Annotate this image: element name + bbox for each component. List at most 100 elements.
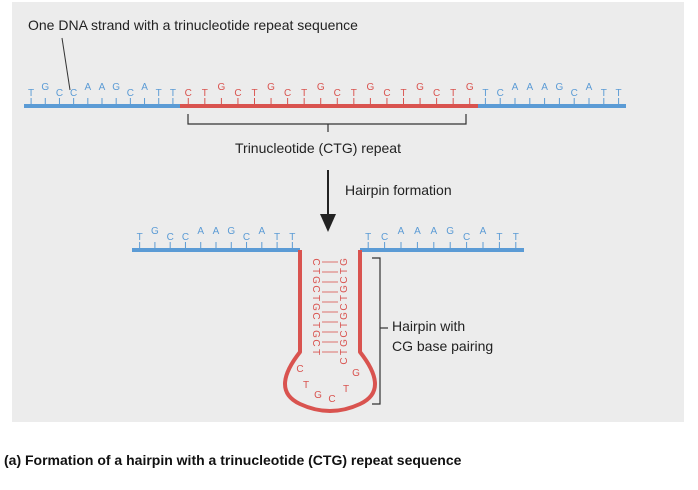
hairpin-right-base: C bbox=[339, 330, 350, 337]
mid-left-base: T bbox=[289, 232, 295, 243]
top-repeat-base: G bbox=[217, 82, 225, 93]
top-right-base: T bbox=[601, 88, 607, 99]
mid-right-base: T bbox=[496, 232, 502, 243]
top-repeat-base: T bbox=[400, 88, 406, 99]
mid-right-base: C bbox=[463, 232, 470, 243]
hairpin-left-base: C bbox=[310, 258, 321, 265]
top-repeat-base: C bbox=[234, 88, 241, 99]
mid-right-base: T bbox=[365, 232, 371, 243]
top-right-base: A bbox=[512, 82, 519, 93]
top-left-base: G bbox=[41, 82, 49, 93]
hairpin-arrow-head bbox=[320, 214, 336, 232]
top-left-base: A bbox=[84, 82, 91, 93]
top-repeat-base: T bbox=[351, 88, 357, 99]
mid-left-base: C bbox=[243, 232, 250, 243]
repeat-bracket bbox=[187, 114, 467, 125]
mid-left-base: A bbox=[197, 226, 204, 237]
hairpin-right-base: G bbox=[339, 312, 350, 320]
hairpin-right-base: C bbox=[339, 276, 350, 283]
mid-right-base: A bbox=[414, 226, 421, 237]
hairpin-left-base: C bbox=[310, 339, 321, 346]
top-repeat-base: T bbox=[301, 88, 307, 99]
top-left-base: T bbox=[28, 88, 34, 99]
mid-left-base: C bbox=[182, 232, 189, 243]
hairpin-right-base: G bbox=[339, 285, 350, 293]
figure-caption: (a) Formation of a hairpin with a trinuc… bbox=[4, 452, 462, 468]
hairpin-left-base: C bbox=[310, 312, 321, 319]
top-repeat-base: C bbox=[185, 88, 192, 99]
top-right-base: T bbox=[616, 88, 622, 99]
mid-left-base: A bbox=[213, 226, 220, 237]
mid-left-base: G bbox=[151, 226, 159, 237]
hairpin-left-base: T bbox=[310, 349, 321, 355]
top-left-base: C bbox=[56, 88, 63, 99]
hairpin-bracket bbox=[372, 257, 381, 405]
top-right-base: A bbox=[541, 82, 548, 93]
label-pointer-line bbox=[61, 37, 71, 91]
hairpin-right-base: C bbox=[339, 357, 350, 364]
hairpin-right-base: T bbox=[339, 349, 350, 355]
hairpin-right-base: G bbox=[339, 339, 350, 347]
hairpin-right-base: G bbox=[339, 258, 350, 266]
top-repeat-base: C bbox=[433, 88, 440, 99]
top-repeat-base: G bbox=[267, 82, 275, 93]
top-right-base: A bbox=[586, 82, 593, 93]
strand-label: One DNA strand with a trinucleotide repe… bbox=[28, 17, 358, 33]
hairpin-loop-base: G bbox=[352, 368, 360, 379]
hairpin-left-base: T bbox=[310, 322, 321, 328]
hairpin-right-base: T bbox=[339, 268, 350, 274]
top-right-base: G bbox=[556, 82, 564, 93]
top-repeat-base: G bbox=[416, 82, 424, 93]
mid-right-base: A bbox=[480, 226, 487, 237]
mid-left-base: A bbox=[258, 226, 265, 237]
top-repeat-base: T bbox=[251, 88, 257, 99]
hairpin-right-base: T bbox=[339, 295, 350, 301]
top-right-base: C bbox=[571, 88, 578, 99]
mid-left-base: C bbox=[167, 232, 174, 243]
hairpin-loop-base: G bbox=[314, 390, 322, 401]
repeat-label: Trinucleotide (CTG) repeat bbox=[235, 140, 401, 156]
mid-right-base: T bbox=[513, 232, 519, 243]
top-left-base: T bbox=[170, 88, 176, 99]
top-right-base: T bbox=[482, 88, 488, 99]
mid-right-base: G bbox=[446, 226, 454, 237]
top-left-base: A bbox=[141, 82, 148, 93]
top-left-base: C bbox=[127, 88, 134, 99]
cg-pairing-label: CG base pairing bbox=[392, 338, 494, 354]
top-repeat-base: C bbox=[334, 88, 341, 99]
mid-right-base: C bbox=[381, 232, 388, 243]
hairpin-formation-label: Hairpin formation bbox=[345, 182, 452, 198]
mid-left-base: G bbox=[227, 226, 235, 237]
hairpin-left-base: G bbox=[310, 303, 321, 311]
hairpin-loop-base: T bbox=[343, 384, 349, 395]
hairpin-right-base: T bbox=[339, 322, 350, 328]
hairpin-left-base: T bbox=[310, 295, 321, 301]
top-repeat-base: G bbox=[366, 82, 374, 93]
top-repeat-base: G bbox=[317, 82, 325, 93]
top-left-base: T bbox=[156, 88, 162, 99]
hairpin-left-base: G bbox=[310, 276, 321, 284]
hairpin-left-base: G bbox=[310, 330, 321, 338]
top-left-base: G bbox=[112, 82, 120, 93]
mid-left-base: T bbox=[137, 232, 143, 243]
hairpin-loop-base: T bbox=[303, 380, 309, 391]
hairpin-right-base: C bbox=[339, 303, 350, 310]
hairpin-loop-base: C bbox=[328, 394, 335, 405]
mid-left-base: T bbox=[274, 232, 280, 243]
top-right-base: A bbox=[526, 82, 533, 93]
top-repeat-base: C bbox=[284, 88, 291, 99]
hairpin-loop-base: C bbox=[296, 364, 303, 375]
top-left-base: A bbox=[99, 82, 106, 93]
hairpin-left-base: C bbox=[310, 285, 321, 292]
top-left-base: C bbox=[70, 88, 77, 99]
hairpin-backbone bbox=[283, 250, 377, 413]
top-repeat-base: C bbox=[383, 88, 390, 99]
mid-right-base: A bbox=[398, 226, 405, 237]
mid-right-base: A bbox=[430, 226, 437, 237]
figure-panel bbox=[12, 2, 684, 422]
top-repeat-base: G bbox=[466, 82, 474, 93]
